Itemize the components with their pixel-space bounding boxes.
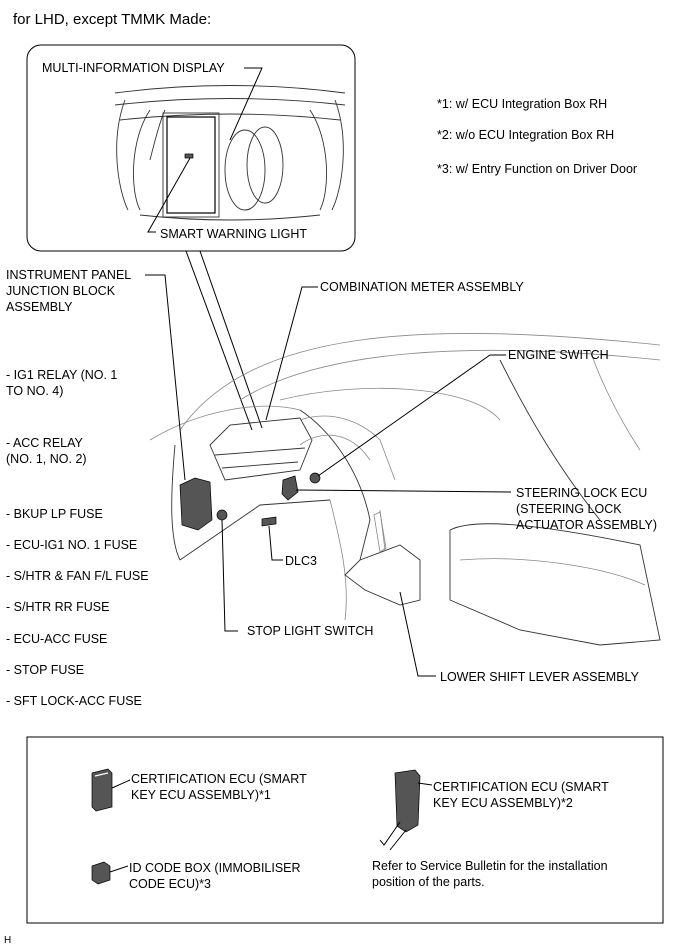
jb-item-shtr-rr: - S/HTR RR FUSE	[6, 600, 110, 614]
lower-shift-lever-leader	[399, 591, 436, 677]
dashboard-illustration	[149, 333, 661, 646]
combination-meter-leader	[265, 286, 318, 421]
cert2-leader	[417, 782, 433, 786]
jb-item-ecu-ig1: - ECU-IG1 NO. 1 FUSE	[6, 538, 138, 552]
refer-note: Refer to Service Bulletin for the instal…	[372, 859, 608, 889]
smart-warning-light-label: SMART WARNING LIGHT	[160, 227, 308, 241]
note-2: *2: w/o ECU Integration Box RH	[437, 128, 615, 142]
jb-item-bkup-lp: - BKUP LP FUSE	[6, 507, 103, 521]
jb-item-sft-lock: - SFT LOCK-ACC FUSE	[6, 694, 142, 708]
junction-block-shape	[179, 477, 213, 531]
note-1: *1: w/ ECU Integration Box RH	[437, 97, 608, 111]
certification-ecu-1-icon	[91, 768, 113, 812]
lower-shift-lever-shape	[344, 544, 421, 606]
certification-ecu-2-icon	[379, 769, 421, 851]
page-title: for LHD, except TMMK Made:	[13, 11, 212, 28]
engine-switch-shape	[309, 472, 321, 484]
stop-light-switch-label: STOP LIGHT SWITCH	[247, 624, 374, 638]
jb-item-shtr-fan: - S/HTR & FAN F/L FUSE	[6, 569, 149, 583]
callout-line-left	[185, 250, 253, 431]
note-3: *3: w/ Entry Function on Driver Door	[437, 162, 638, 176]
instrument-cluster-illustration	[114, 85, 346, 221]
callout-line-right	[199, 250, 263, 429]
inset-frame	[26, 44, 356, 252]
smart-warning-light-icon	[184, 153, 194, 159]
dlc3-label: DLC3	[285, 554, 317, 568]
jb-item-stop: - STOP FUSE	[6, 663, 85, 677]
multi-information-display-label: MULTI-INFORMATION DISPLAY	[42, 61, 225, 75]
jb-item-ig1-relay: - IG1 RELAY (NO. 1 TO NO. 4)	[6, 368, 118, 398]
lower-shift-lever-label: LOWER SHIFT LEVER ASSEMBLY	[440, 670, 639, 684]
footer-letter: H	[4, 935, 12, 946]
certification-ecu-1-label: CERTIFICATION ECU (SMART KEY ECU ASSEMBL…	[131, 772, 307, 802]
jb-item-acc-relay: - ACC RELAY (NO. 1, NO. 2)	[6, 436, 87, 466]
multi-information-display-screen	[166, 116, 216, 214]
id-code-box-icon	[91, 861, 111, 885]
idcode-leader	[109, 865, 129, 873]
engine-switch-label: ENGINE SWITCH	[508, 348, 609, 362]
cert1-leader	[111, 779, 131, 789]
bottom-box-frame	[26, 736, 664, 924]
jb-item-ecu-acc: - ECU-ACC FUSE	[6, 632, 108, 646]
certification-ecu-2-label: CERTIFICATION ECU (SMART KEY ECU ASSEMBL…	[433, 780, 609, 810]
stop-light-switch-shape	[216, 509, 228, 521]
ipjb-label: INSTRUMENT PANEL JUNCTION BLOCK ASSEMBLY	[6, 268, 132, 314]
mid-leader	[229, 67, 263, 141]
dlc3-shape	[261, 516, 277, 527]
ipjb-leader	[145, 274, 186, 481]
steering-lock-shape	[281, 475, 299, 501]
combination-meter-shape	[209, 417, 313, 481]
steering-lock-label: STEERING LOCK ECU (STEERING LOCK ACTUATO…	[516, 486, 658, 532]
steering-lock-leader	[295, 489, 512, 493]
stop-light-switch-leader	[221, 519, 238, 632]
swl-leader	[147, 157, 191, 233]
dlc3-leader	[268, 525, 283, 561]
id-code-box-label: ID CODE BOX (IMMOBILISER CODE ECU)*3	[129, 861, 301, 891]
engine-switch-leader	[317, 354, 506, 477]
combination-meter-label: COMBINATION METER ASSEMBLY	[320, 280, 524, 294]
